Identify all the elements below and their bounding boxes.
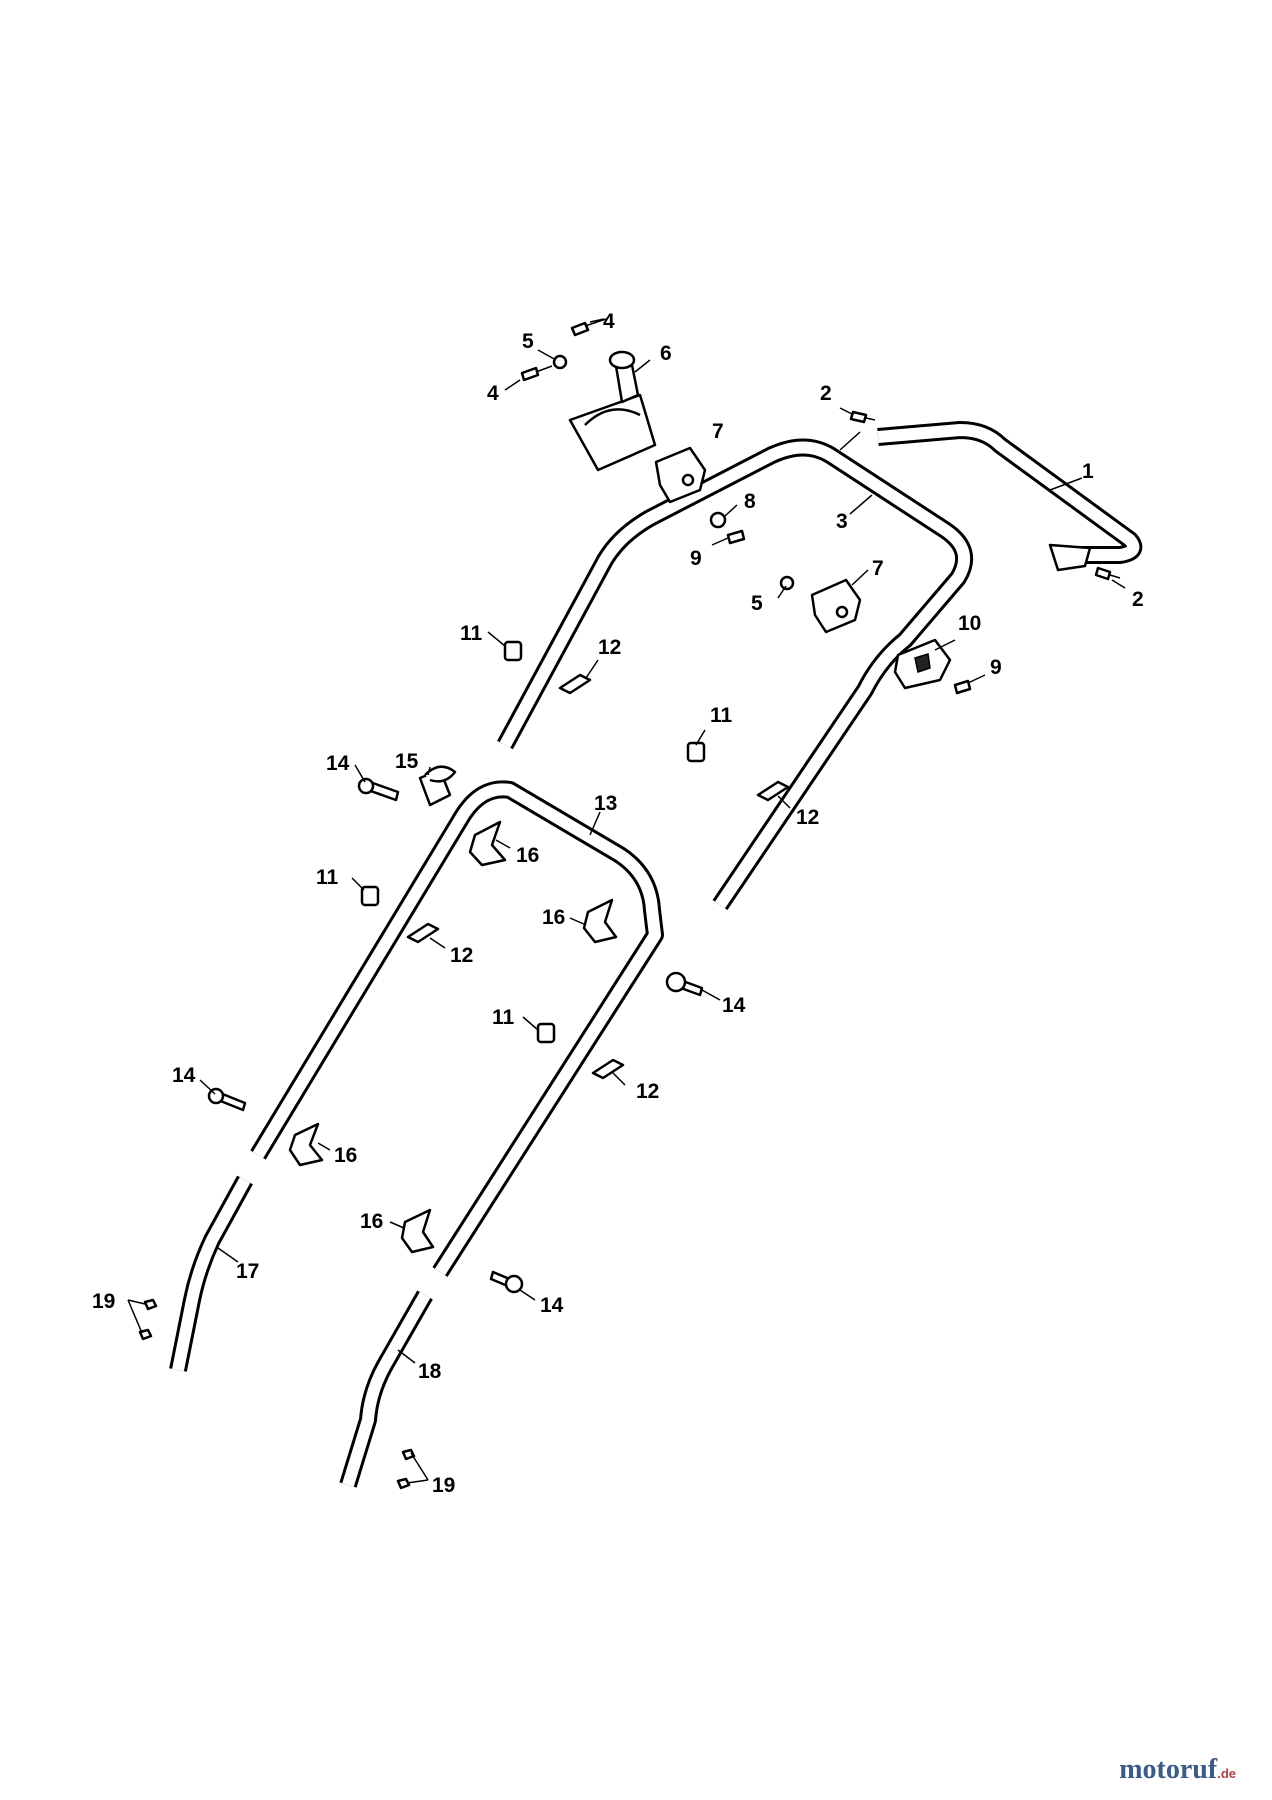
callout-11-c: 11 [316, 866, 339, 889]
lower-handle [250, 780, 664, 1277]
callout-12-d: 12 [636, 1080, 659, 1103]
cable-guide [893, 638, 952, 690]
upper-handle [497, 438, 974, 911]
callout-18: 18 [418, 1360, 442, 1383]
callout-12-c: 12 [450, 944, 473, 967]
callout-10: 10 [958, 612, 981, 635]
callout-3: 3 [836, 510, 848, 533]
callout-15: 15 [395, 750, 419, 773]
callout-16-d: 16 [360, 1210, 383, 1233]
callout-14-d: 14 [540, 1294, 564, 1317]
callout-16-a: 16 [516, 844, 539, 867]
watermark-text: motoruf [1119, 1754, 1218, 1785]
clamp-lower [810, 578, 862, 634]
lower-tube-right [339, 1290, 433, 1488]
callout-13: 13 [594, 792, 617, 815]
callout-16-c: 16 [334, 1144, 357, 1167]
callout-1: 1 [1082, 460, 1094, 483]
callout-12-a: 12 [598, 636, 621, 659]
hardware-parts [138, 318, 1121, 1490]
control-bar [877, 421, 1143, 572]
callout-9-left: 9 [690, 547, 702, 570]
watermark-logo: motoruf.de [1119, 1754, 1236, 1786]
callout-6: 6 [660, 342, 672, 365]
callout-labels: 1 2 2 3 4 4 5 5 6 7 7 8 9 9 10 11 11 11 … [92, 310, 1144, 1497]
callout-2-right: 2 [1132, 588, 1144, 611]
callout-8: 8 [744, 490, 756, 513]
callout-14-a: 14 [326, 752, 350, 775]
callout-17: 17 [236, 1260, 259, 1283]
callout-11-b: 11 [710, 704, 733, 727]
callout-16-b: 16 [542, 906, 565, 929]
lower-tube-left [169, 1175, 253, 1372]
callout-4-left: 4 [487, 382, 499, 405]
callout-14-c: 14 [172, 1064, 196, 1087]
callout-19-right: 19 [432, 1474, 455, 1497]
throttle-lever [568, 350, 657, 472]
callout-11-d: 11 [492, 1006, 515, 1029]
callout-11-a: 11 [460, 622, 483, 645]
callout-7-top: 7 [712, 420, 724, 443]
clamp-upper [654, 446, 707, 504]
callout-12-b: 12 [796, 806, 819, 829]
leader-lines [127, 318, 1126, 1484]
callout-5-top: 5 [522, 330, 534, 353]
callout-4-top: 4 [603, 310, 615, 333]
callout-2-top: 2 [820, 382, 832, 405]
watermark-suffix: .de [1217, 1766, 1236, 1781]
callout-19-left: 19 [92, 1290, 115, 1313]
callout-9-right: 9 [990, 656, 1002, 679]
callout-14-b: 14 [722, 994, 746, 1017]
callout-7-mid: 7 [872, 557, 884, 580]
callout-5-mid: 5 [751, 592, 763, 615]
